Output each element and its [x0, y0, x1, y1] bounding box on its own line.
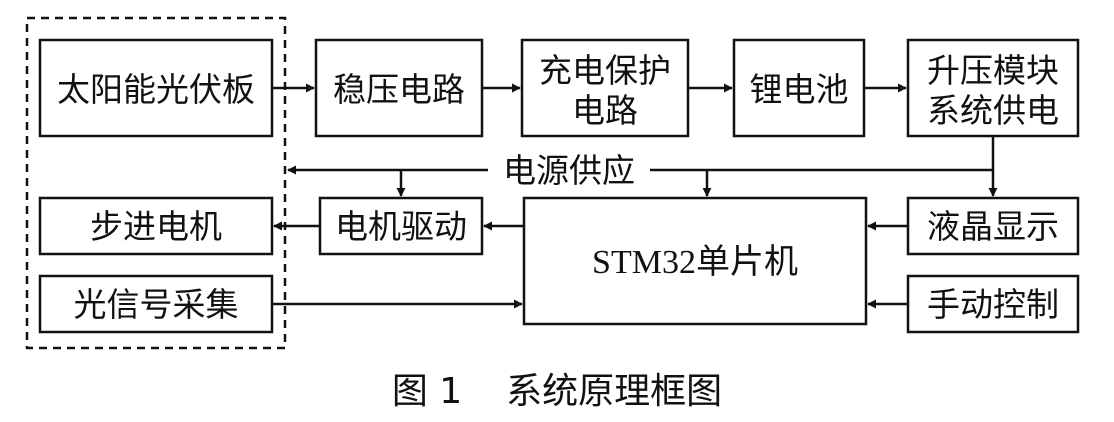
stepper-motor-label: 步进电机: [90, 207, 222, 246]
boost-module-label-line1: 升压模块: [927, 51, 1059, 90]
motor-driver-label: 电机驱动: [335, 207, 467, 246]
boost-module-label-line2: 系统供电: [927, 91, 1059, 130]
mcu-label: STM32单片机: [592, 243, 798, 281]
figure-caption: 图 1 系统原理框图: [0, 362, 1114, 414]
solar-panel-label: 太阳能光伏板: [57, 70, 255, 109]
manual-control-label: 手动控制: [927, 285, 1059, 324]
charge-protection-label-line1: 充电保护: [539, 51, 671, 90]
block-motor-driver: 电机驱动: [318, 196, 484, 256]
block-stepper-motor: 步进电机: [38, 196, 274, 256]
lcd-display-label: 液晶显示: [927, 207, 1059, 246]
figure-number: 图 1: [391, 371, 463, 412]
lithium-battery-label: 锂电池: [750, 70, 849, 109]
power-bus-label: 电源供应: [503, 151, 635, 190]
charge-protection-label-line2: 电路: [572, 91, 638, 130]
block-solar-panel: 太阳能光伏板: [38, 38, 274, 138]
block-voltage-regulator: 稳压电路: [314, 38, 484, 138]
block-mcu: STM32单片机: [522, 196, 868, 326]
figure-title: 系统原理框图: [506, 371, 723, 412]
block-lithium-battery: 锂电池: [732, 38, 866, 138]
voltage-regulator-label: 稳压电路: [333, 70, 465, 109]
block-lcd-display: 液晶显示: [906, 196, 1080, 256]
dashed-group-boundary: [25, 16, 287, 350]
block-manual-control: 手动控制: [906, 274, 1080, 334]
block-light-sampling: 光信号采集: [38, 274, 274, 334]
light-sampling-label: 光信号采集: [74, 285, 239, 324]
block-boost-module: 升压模块 系统供电: [906, 38, 1080, 138]
block-charge-protection: 充电保护 电路: [520, 38, 690, 138]
